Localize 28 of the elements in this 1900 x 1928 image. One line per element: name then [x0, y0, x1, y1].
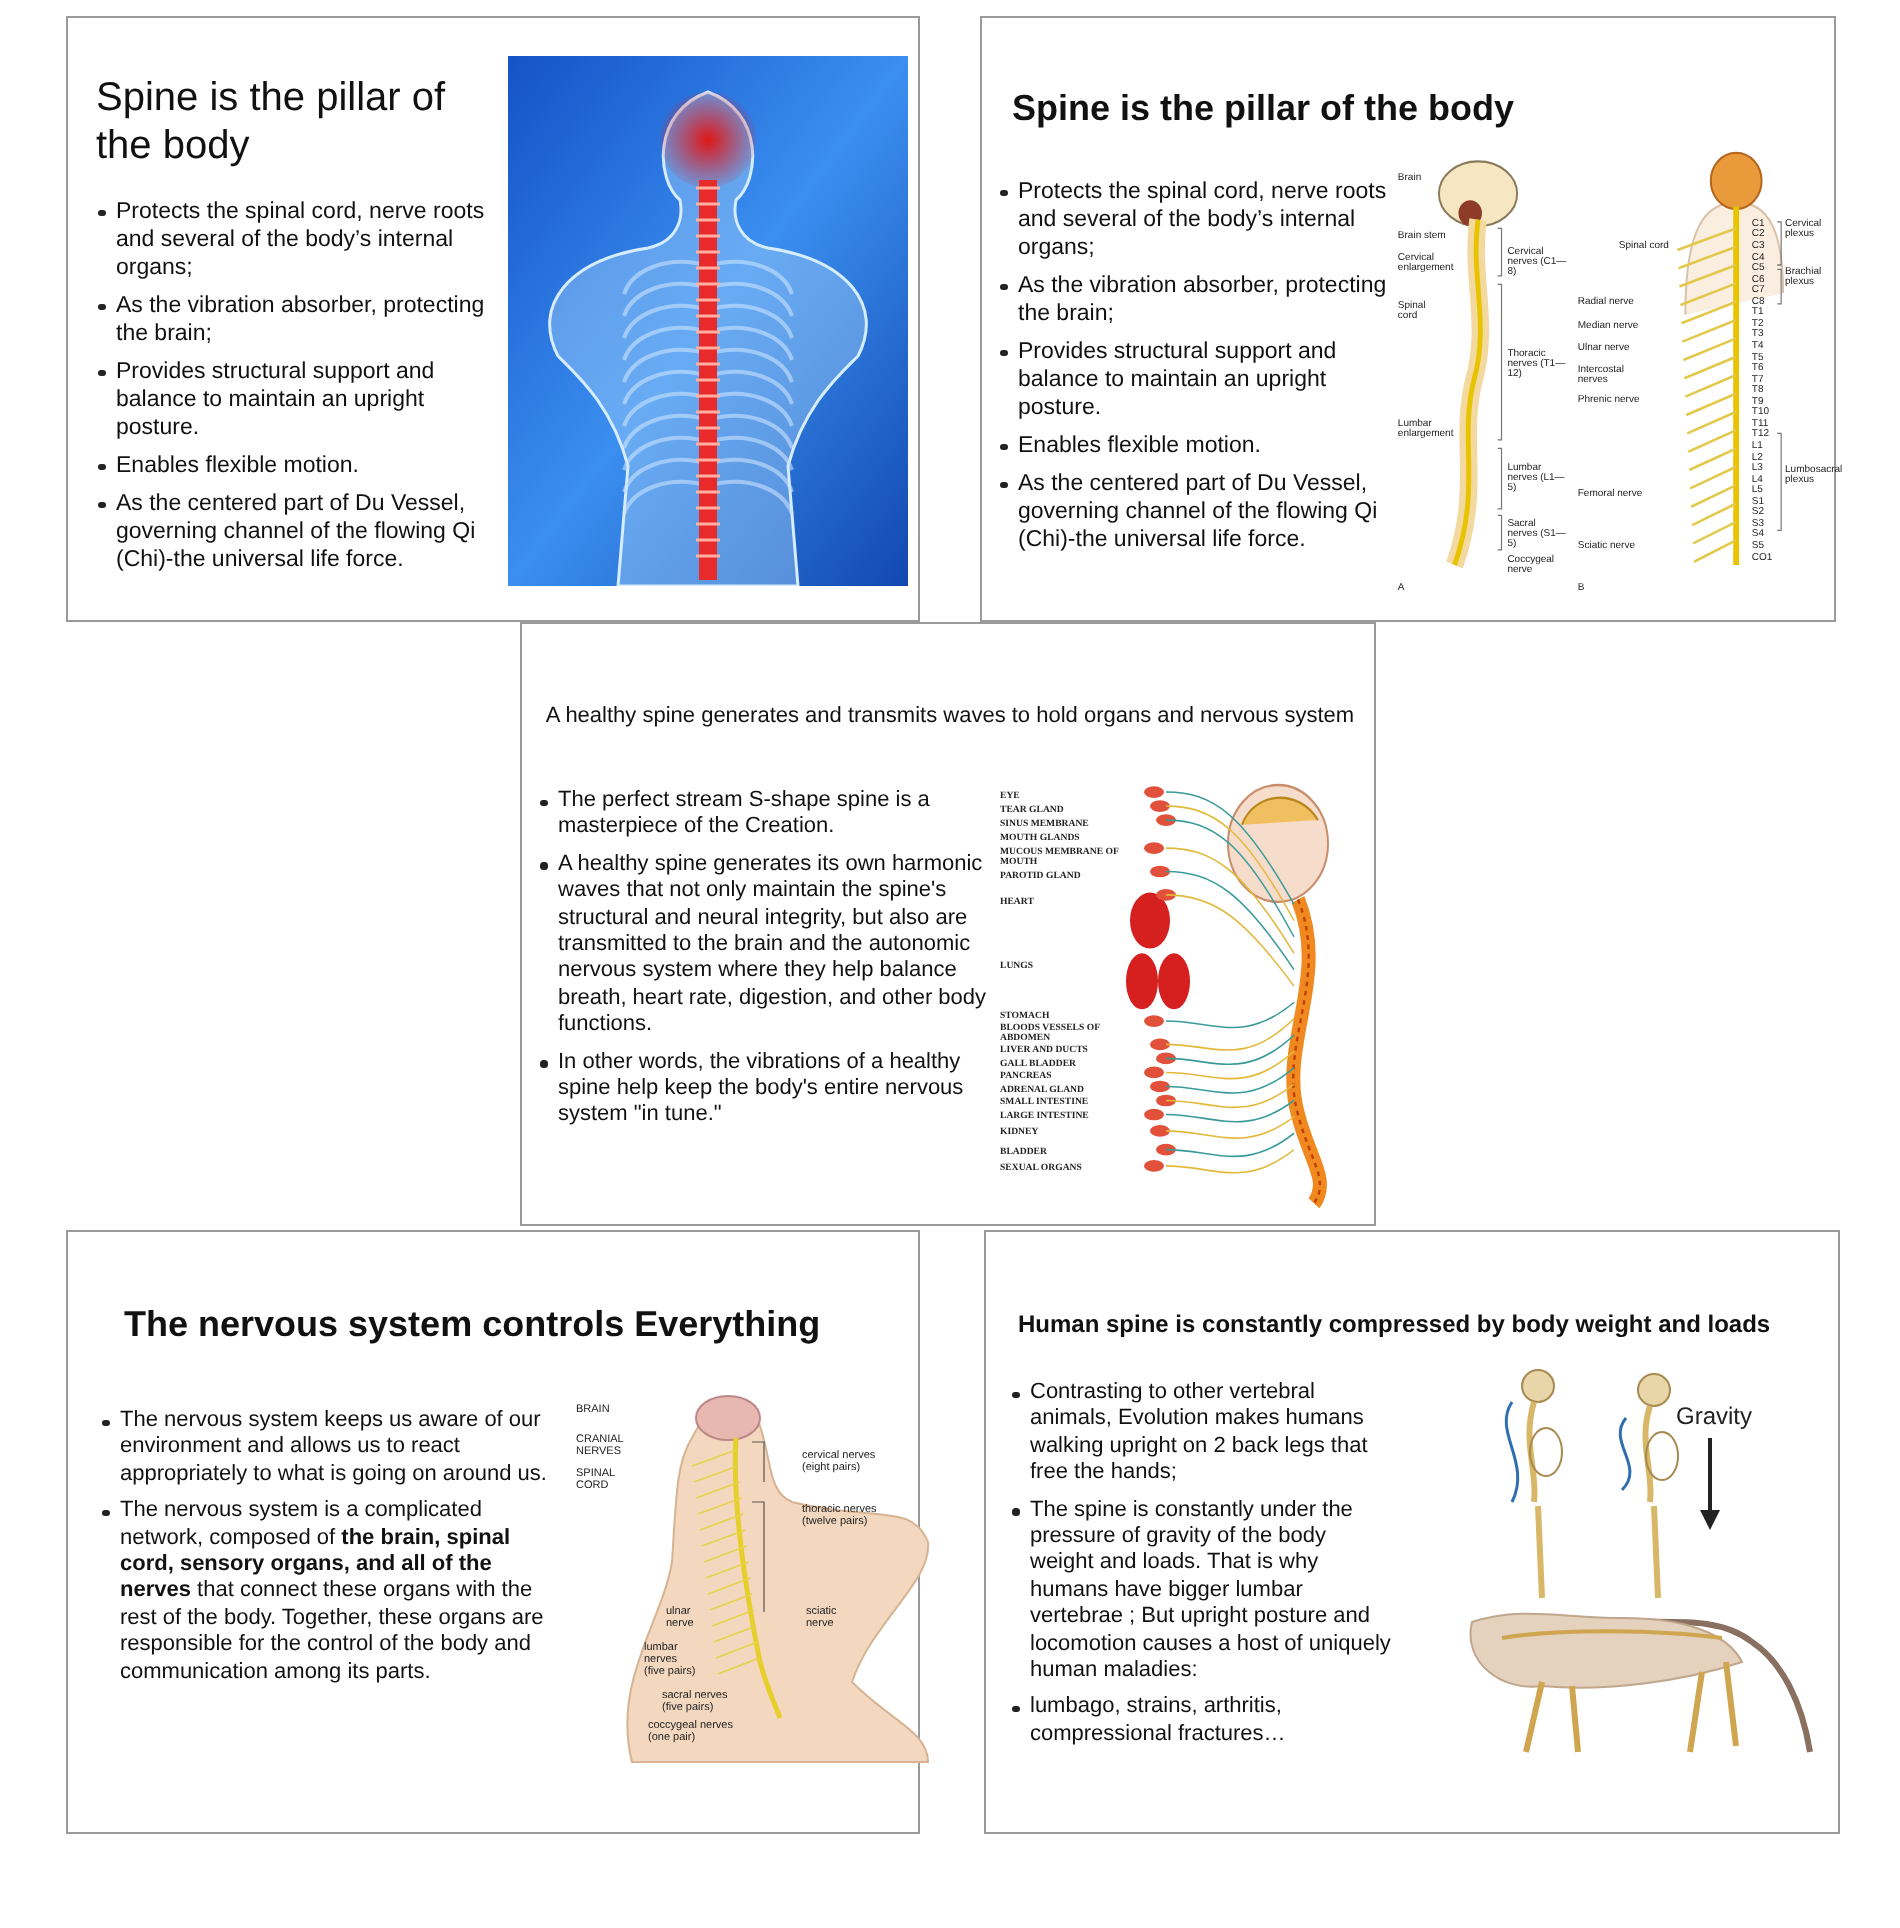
bullet-point: As the centered part of Du Vessel, governing channel of the flowing Qi (Chi)-the universal life force. [998, 470, 1398, 555]
bullet-point: A healthy spine generates its own harmonic waves that not only maintain the spine's structural and neural integrity, but also are transmitted to the brain and the autonomic nervous system where they help balance breath, heart rate, digestion, and other body functions. [538, 851, 998, 1040]
bullet-point: As the vibration absorber, protecting the brain; [96, 292, 506, 349]
bullet-point: As the centered part of Du Vessel, governing channel of the flowing Qi (Chi)-the universal life force. [96, 490, 506, 575]
back-spine-drawing [508, 56, 908, 586]
bullet-point: Provides structural support and balance to maintain an upright posture. [998, 338, 1398, 423]
bullet-point: The perfect stream S-shape spine is a masterpiece of the Creation. [538, 788, 998, 842]
bullet-point: Enables flexible motion. [998, 432, 1398, 461]
bullet-point: The spine is constantly under the pressure of gravity of the body weight and loads. That is why humans have bigger lumbar vertebrae ; But upright posture and locomotion causes a host of uniquely human maladies: [1010, 1497, 1394, 1685]
bullet-point: Contrasting to other vertebral animals, Evolution makes humans walking upright on 2 back legs that free the hands; [1010, 1380, 1394, 1488]
bullet-point: The nervous system is a complicated network, composed of the brain, spinal cord, sensory organs, and all of the nerves that connect these organs with the rest of the body. Together, these organs are responsible for the control of the body and communication among its parts. [100, 1498, 556, 1687]
bullet-point: Protects the spinal cord, nerve roots and several of the body’s internal organs; [998, 178, 1398, 263]
bullet-point: As the vibration absorber, protecting the brain; [998, 272, 1398, 329]
slide-title: Human spine is constantly compressed by body weight and loads [1018, 1310, 1773, 1339]
slide-panel [984, 1230, 1840, 1834]
bullet-point: Protects the spinal cord, nerve roots and several of the body’s internal organs; [96, 198, 506, 283]
slide-title: Spine is the pillar of the body [96, 74, 448, 170]
bullet-point: Provides structural support and balance to maintain an upright posture. [96, 358, 506, 443]
slide-title: Spine is the pillar of the body [1012, 88, 1517, 132]
bullet-point: The nervous system keeps us aware of our environment and allows us to react appropriately to what is going on around us. [100, 1408, 556, 1489]
slide-title: A healthy spine generates and transmits waves to hold organs and nervous system [543, 704, 1357, 731]
slide-panel [520, 622, 1376, 1226]
bullet-point: In other words, the vibrations of a healthy spine help keep the body's entire nervous system "in tune." [538, 1049, 998, 1130]
bullet-point: Enables flexible motion. [96, 452, 506, 481]
slide-panel [66, 16, 920, 622]
slide-title: The nervous system controls Everything [124, 1304, 823, 1348]
arrow-label: Gravity [1676, 1404, 1753, 1430]
bullet-point: lumbago, strains, arthritis, compressional fractures… [1010, 1694, 1394, 1749]
